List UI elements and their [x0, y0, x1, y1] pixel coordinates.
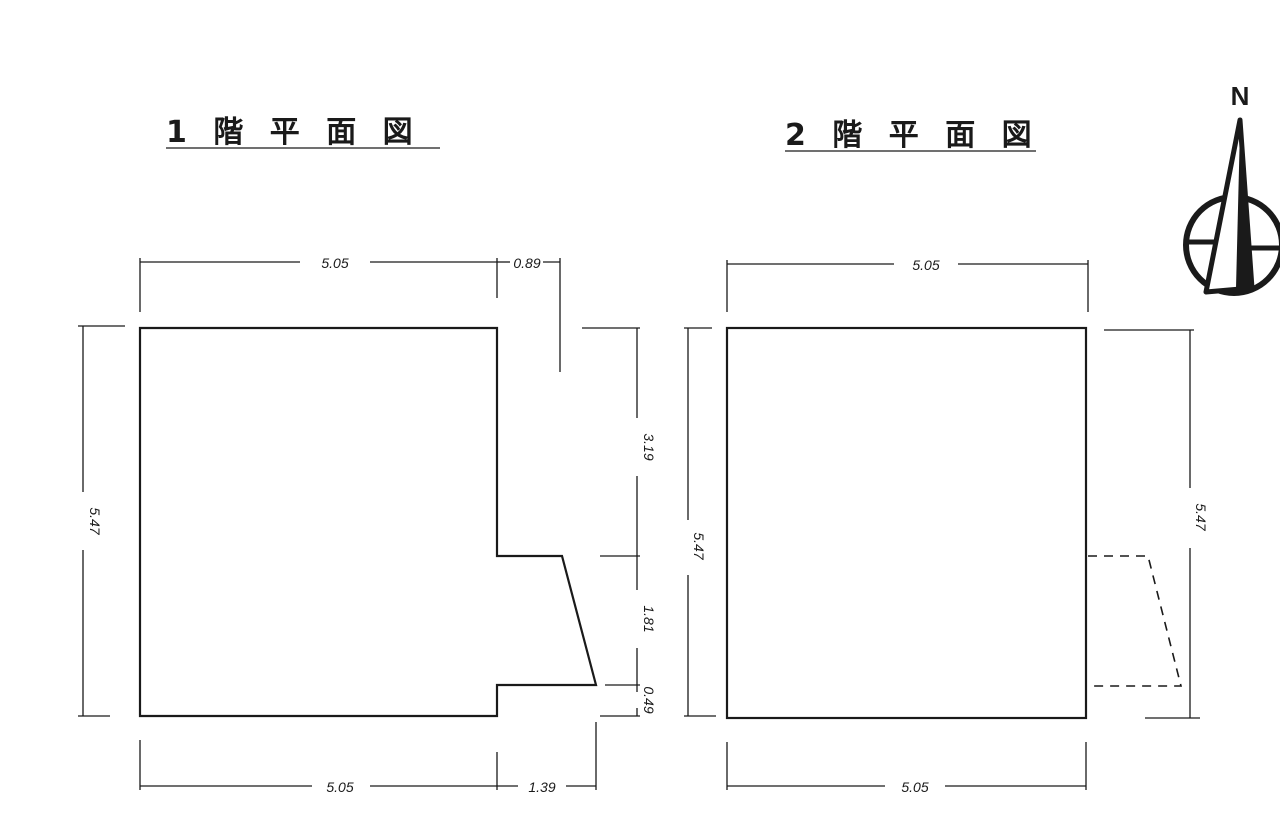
floor-2-top-main-label: 5.05: [912, 257, 939, 273]
floor-2-plan: 2 階 平 面 図 5.05 5.47 5.47: [684, 118, 1209, 795]
floor-1-left-label: 5.47: [87, 507, 103, 535]
floor-2-bottom-dimension: 5.05: [726, 742, 1087, 795]
floor-2-outline: [725, 326, 1088, 720]
floor-1-right-dimension: 3.19 1.81 0.49: [582, 327, 657, 717]
floor-1-top-main-label: 5.05: [321, 255, 348, 271]
floor-1-plan: 1 階 平 面 図 5.05 0.89 5.47: [78, 115, 657, 795]
floor-2-right-label: 5.47: [1193, 503, 1209, 531]
floor-2-left-dimension: 5.47: [684, 327, 716, 717]
floor-1-right-middle-label: 1.81: [641, 605, 657, 632]
floor-1-title: 1 階 平 面 図: [166, 115, 421, 150]
north-arrow-icon: N: [1183, 81, 1280, 296]
floor-1-right-upper-label: 3.19: [641, 433, 657, 460]
floor-1-bottom-main-label: 5.05: [326, 779, 353, 795]
floor-1-right-lower-label: 0.49: [641, 686, 657, 713]
floor-1-outline: [138, 326, 598, 718]
floor-2-bottom-main-label: 5.05: [901, 779, 928, 795]
floor-2-title: 2 階 平 面 図: [785, 118, 1040, 153]
floor-1-bottom-side-label: 1.39: [528, 779, 555, 795]
floor-1-bottom-dimension: 5.05 1.39: [139, 722, 597, 795]
floor-2-left-label: 5.47: [691, 532, 707, 560]
floor-2-right-dimension: 5.47: [1104, 329, 1209, 719]
floor-2-dashed-projection: [1088, 555, 1183, 687]
floor-2-top-dimension: 5.05: [726, 257, 1089, 312]
compass-north-label: N: [1231, 81, 1250, 111]
floor-1-top-side-label: 0.89: [513, 255, 540, 271]
floor-1-top-dimension: 5.05 0.89: [139, 255, 561, 372]
floor-1-left-dimension: 5.47: [78, 325, 125, 717]
